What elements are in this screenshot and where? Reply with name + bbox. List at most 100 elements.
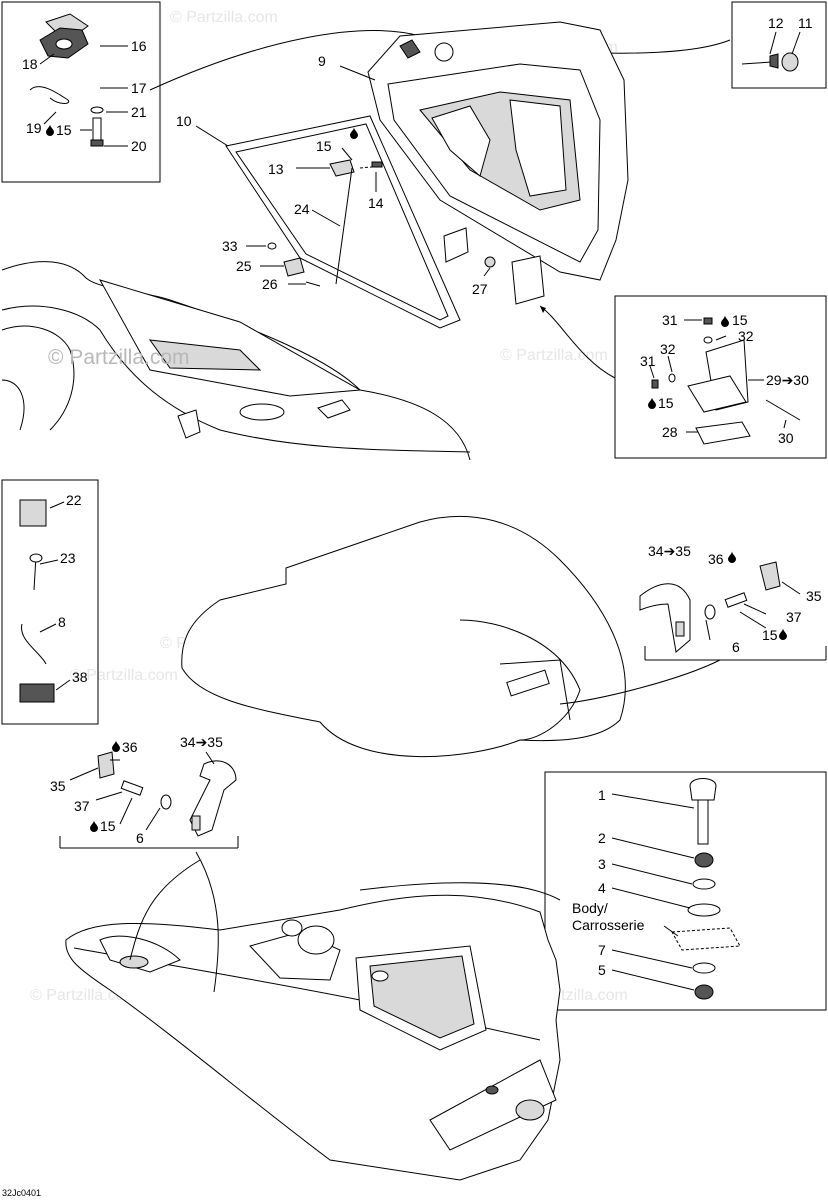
callout-15: 15	[316, 138, 332, 154]
gas-strut-assembly: 13 14 15 24 33 25 26	[222, 127, 384, 292]
callout-29-30: 29➔30	[766, 372, 809, 388]
liquid-drop-icon	[721, 315, 729, 327]
rivet-head	[29, 553, 43, 563]
hinge-leaf	[687, 375, 747, 413]
callout-15: 15	[56, 122, 72, 138]
seat-contour	[1, 325, 75, 431]
callout-21: 21	[131, 104, 147, 120]
liquid-drop-icon	[46, 124, 54, 136]
seat-outline	[181, 515, 626, 757]
inset-box	[1, 1, 161, 183]
leader-curve	[539, 305, 616, 379]
callout-13: 13	[268, 161, 284, 177]
watermark-text: © Partzilla.com	[48, 346, 190, 369]
inset-hardware: 22 23 8 38	[1, 479, 99, 725]
latch-hole	[55, 38, 73, 50]
inset-latch: 16 17 21 20 18 19 15	[1, 1, 161, 183]
callout-26: 26	[262, 276, 278, 292]
deck-section: © Partzilla.com	[1, 261, 471, 461]
callout-32: 32	[738, 328, 754, 344]
inset-handle-right: 34➔35 36 35 37 15 6	[639, 543, 827, 661]
callout-4: 4	[598, 880, 606, 896]
callout-25: 25	[236, 258, 252, 274]
jet-nozzle	[515, 1099, 545, 1121]
callout-11: 11	[798, 15, 813, 31]
callout-15: 15	[100, 818, 116, 834]
screw-body	[92, 117, 102, 141]
watermark-text: © Partzilla.com	[170, 9, 278, 26]
body-panel	[671, 927, 741, 951]
inset-handle-left: 35 36 34➔35 37 15 6	[50, 734, 239, 849]
callout-3: 3	[598, 856, 606, 872]
screw-31	[703, 317, 713, 325]
washer-4	[687, 903, 721, 917]
callout-6: 6	[136, 830, 144, 846]
callout-36: 36	[708, 551, 724, 567]
seat-bolster	[459, 619, 581, 741]
dash-gauge	[281, 919, 303, 937]
washer-32b	[668, 373, 676, 383]
leader-curve	[195, 851, 219, 993]
body-label: Body/	[572, 900, 608, 916]
inset-box	[1, 479, 99, 725]
latch-circle	[434, 42, 454, 62]
callout-23: 23	[60, 550, 76, 566]
bumper-stud	[697, 799, 709, 845]
callout-15: 15	[762, 627, 778, 643]
callout-15: 15	[658, 395, 674, 411]
callout-38: 38	[72, 669, 88, 685]
reference-code: 32Jc0401	[2, 1188, 41, 1198]
callout-16: 16	[131, 38, 147, 54]
liquid-drop-icon	[779, 628, 787, 640]
callout-18: 18	[22, 56, 38, 72]
connector-38	[19, 683, 55, 703]
rear-hatch-inner	[369, 955, 475, 1039]
callout-10: 10	[176, 113, 192, 129]
gasket-outer	[225, 115, 461, 329]
liquid-drop-icon	[90, 820, 98, 832]
arrow-head	[540, 306, 546, 313]
tie-8	[21, 623, 47, 665]
pin-30	[765, 399, 801, 421]
gasket-inner	[235, 123, 449, 321]
cleat-right	[317, 399, 351, 419]
liquid-drop-icon	[728, 551, 736, 563]
callout-5: 5	[598, 962, 606, 978]
screw-31b	[651, 379, 659, 389]
callout-12: 12	[768, 15, 784, 31]
callout-14: 14	[368, 195, 384, 211]
callout-35: 35	[806, 588, 822, 604]
stern-fitting	[485, 1085, 499, 1095]
inset-box	[544, 771, 827, 1011]
inset-hinge-detail: 31 15 32 32 31 15 29➔30 28 30	[539, 295, 827, 459]
callout-6: 6	[732, 639, 740, 655]
callout-31: 31	[662, 312, 678, 328]
leader-curve	[129, 859, 201, 961]
callout-28: 28	[662, 424, 678, 440]
cap-35	[759, 561, 781, 591]
lid-window-left	[431, 105, 491, 177]
bow-cushion	[119, 955, 149, 969]
handle-insert	[675, 621, 685, 637]
screw-icon	[769, 53, 779, 69]
callout-33: 33	[222, 238, 238, 254]
lid-window-right	[509, 99, 567, 197]
callout-15: 15	[732, 312, 748, 328]
washer-33	[267, 242, 277, 250]
callout-27: 27	[472, 281, 488, 297]
cup-holder	[239, 403, 285, 421]
grab-handle	[189, 760, 237, 837]
hinge-right	[511, 255, 545, 305]
callout-19: 19	[26, 120, 42, 136]
bumper-head	[689, 778, 717, 801]
callout-24: 24	[294, 201, 310, 217]
seat-label-recess	[506, 669, 550, 697]
inset-box	[614, 295, 827, 459]
callout-9: 9	[318, 53, 326, 69]
screw-37	[120, 780, 144, 796]
nut-2	[694, 852, 714, 868]
clip-22	[19, 499, 47, 527]
seat-cushion	[181, 515, 721, 757]
strut-bracket-lower	[283, 257, 305, 277]
nut-icon	[781, 52, 799, 72]
